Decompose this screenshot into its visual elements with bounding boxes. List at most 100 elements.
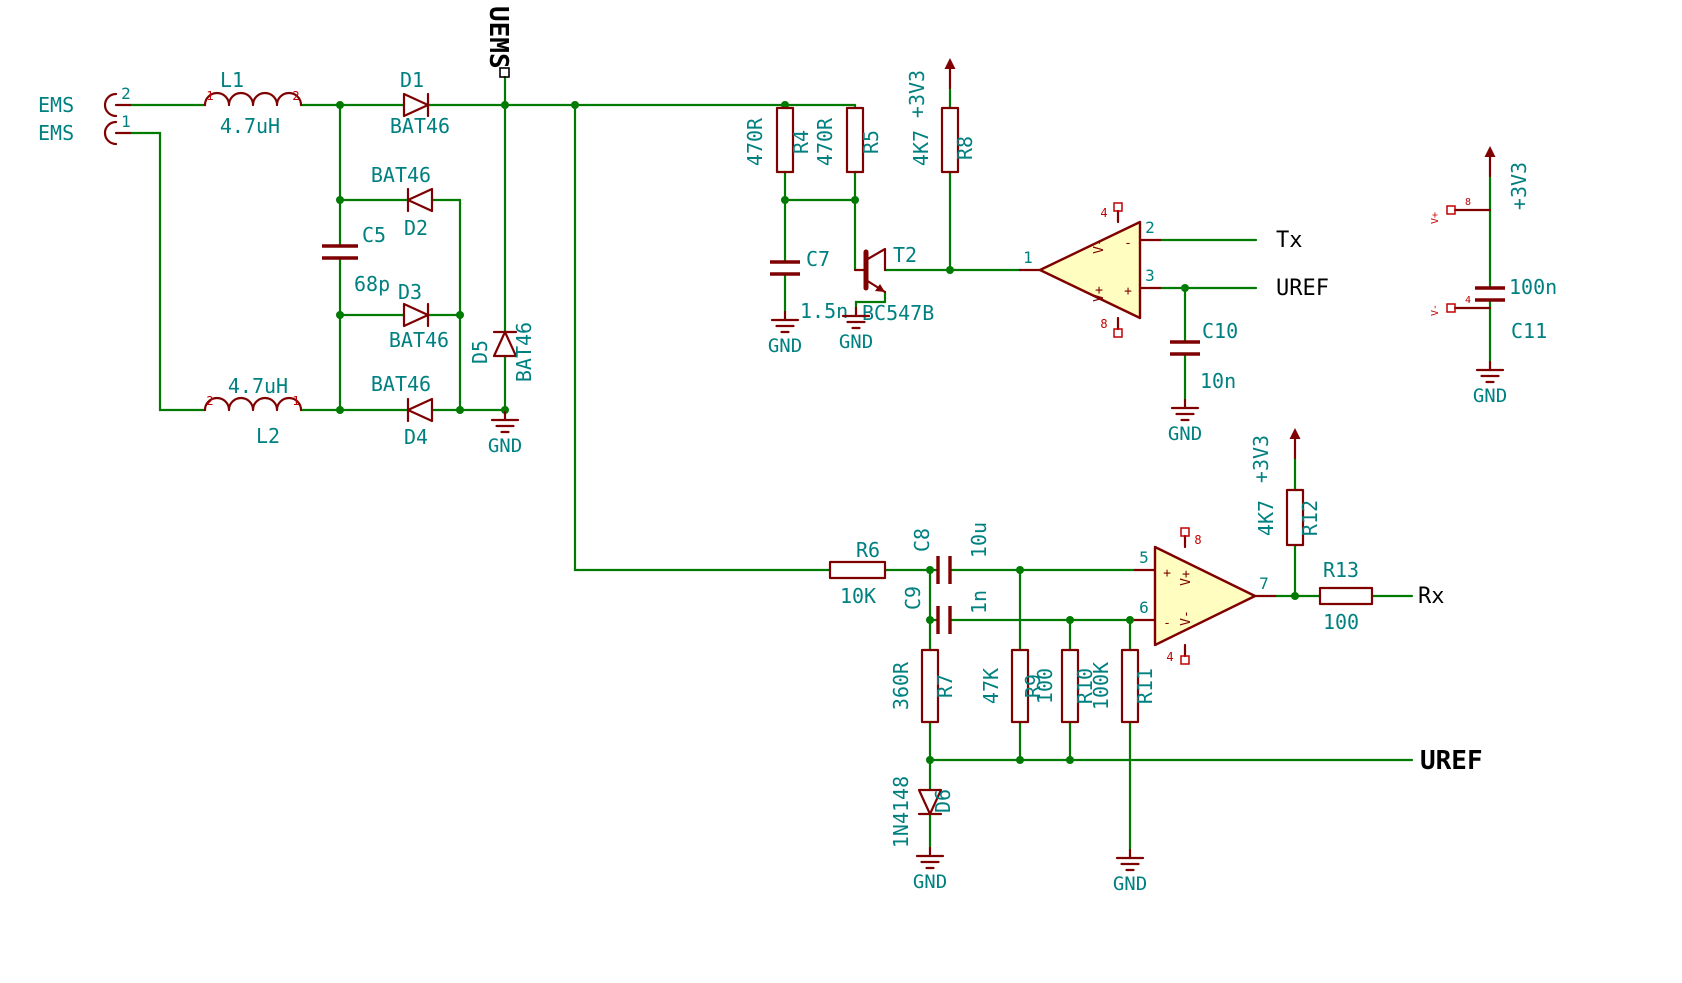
gnd-icon xyxy=(1115,848,1145,872)
capacitor-c8[interactable]: C8 10u xyxy=(910,522,991,584)
opamp1-pin-number-in-plus: 3 xyxy=(1145,266,1155,285)
capacitor-c10[interactable]: C10 10n xyxy=(1170,319,1238,393)
net-label-uref-top[interactable]: UREF xyxy=(1276,276,1329,301)
net-label-tx[interactable]: Tx xyxy=(1276,228,1303,253)
gnd-icon xyxy=(770,310,800,334)
inductor-l2[interactable]: 4.7uH L2 2 1 xyxy=(203,374,303,448)
junction-dot xyxy=(336,311,344,319)
wires xyxy=(128,75,1492,852)
d4-reference: D4 xyxy=(404,425,428,449)
gnd-symbol-d6[interactable]: GND xyxy=(913,846,947,893)
net-label-rx[interactable]: Rx xyxy=(1418,584,1445,609)
junction-dot xyxy=(1016,756,1024,764)
gnd-symbol-c10[interactable]: GND xyxy=(1168,398,1202,445)
power-flag-3v3-r8[interactable]: +3V3 xyxy=(905,56,957,118)
junction-dot xyxy=(1016,566,1024,574)
resistor-r13[interactable]: R13 100 xyxy=(1318,558,1374,634)
resistor-r9[interactable]: 47K R9 xyxy=(979,648,1045,724)
power-unit-pin-number-bottom: 4 xyxy=(1465,295,1471,306)
c5-reference: C5 xyxy=(362,223,386,247)
junction-dot xyxy=(501,101,509,109)
unconnected-pin-icon xyxy=(1113,202,1123,212)
gnd-label: GND xyxy=(913,871,947,893)
transistor-collector-lead xyxy=(864,247,887,272)
opamp-1[interactable]: 1 2 3 4 8 - + V- V+ xyxy=(1018,202,1162,338)
gnd-symbol-c7[interactable]: GND xyxy=(768,310,802,357)
power-unit-vplus-label: V+ xyxy=(1430,212,1441,224)
junction-dot xyxy=(1066,756,1074,764)
resistor-icon xyxy=(940,106,960,174)
gnd-symbol-t2[interactable]: GND xyxy=(839,306,873,353)
gnd-symbol-r11[interactable]: GND xyxy=(1113,848,1147,895)
connector-pin-number-top: 2 xyxy=(121,84,131,103)
gnd-icon xyxy=(1170,398,1200,422)
resistor-r4[interactable]: 470R R4 xyxy=(743,106,813,174)
diode-d5[interactable]: D5 BAT46 xyxy=(468,322,536,382)
resistor-icon xyxy=(775,106,795,174)
opamp-triangle-icon xyxy=(1038,220,1142,320)
junction-dot xyxy=(1291,592,1299,600)
capacitor-c5[interactable]: C5 68p xyxy=(322,223,390,296)
diode-d3[interactable]: D3 BAT46 xyxy=(389,280,449,352)
resistor-icon xyxy=(1285,488,1305,547)
unconnected-pin-icon xyxy=(1180,655,1190,665)
p3v3-label: +3V3 xyxy=(1507,162,1531,210)
connector-ems[interactable]: EMS EMS 2 1 xyxy=(38,84,132,146)
r5-value: 470R xyxy=(813,117,837,166)
gnd-label: GND xyxy=(1113,873,1147,895)
d2-reference: D2 xyxy=(404,216,428,240)
resistor-icon xyxy=(1318,586,1374,606)
resistor-r5[interactable]: 470R R5 xyxy=(813,106,883,174)
opamp1-plus-sign: + xyxy=(1124,284,1132,299)
opamp-2[interactable]: 5 6 7 8 4 + - V+ V- xyxy=(1133,527,1277,665)
capacitor-c11[interactable]: 100n C11 xyxy=(1475,275,1557,343)
c10-reference: C10 xyxy=(1202,319,1238,343)
diode-d1[interactable]: D1 BAT46 xyxy=(390,68,450,138)
net-label-uems[interactable]: UEMS xyxy=(483,6,513,78)
resistor-icon xyxy=(1060,648,1080,724)
capacitor-icon xyxy=(936,606,952,634)
capacitor-icon xyxy=(1475,286,1505,302)
resistor-r11[interactable]: 100K R11 xyxy=(1089,648,1157,724)
l2-value: 4.7uH xyxy=(228,374,288,398)
opamp1-vminus-label: V- xyxy=(1092,238,1107,254)
diode-d6[interactable]: 1N4148 D6 xyxy=(889,776,955,848)
gnd-label: GND xyxy=(1473,385,1507,407)
c11-value: 100n xyxy=(1509,275,1557,299)
power-flag-3v3-c11[interactable]: +3V3 xyxy=(1483,144,1532,210)
transistor-t2[interactable]: T2 BC547B xyxy=(853,243,934,325)
gnd-symbol-c11[interactable]: GND xyxy=(1473,360,1507,407)
d1-value: BAT46 xyxy=(390,114,450,138)
l2-pin-left: 2 xyxy=(206,394,213,408)
diode-d4[interactable]: BAT46 D4 xyxy=(371,372,434,449)
r13-value: 100 xyxy=(1323,610,1359,634)
inductor-l1[interactable]: L1 4.7uH 1 2 xyxy=(203,68,303,138)
power-unit-vminus-label: V- xyxy=(1430,304,1441,316)
diode-d2[interactable]: BAT46 D2 xyxy=(371,163,434,240)
resistor-r8[interactable]: 4K7 R8 xyxy=(909,106,977,174)
net-label-uref-bottom[interactable]: UREF xyxy=(1420,746,1483,776)
r4-value: 470R xyxy=(743,117,767,166)
c7-reference: C7 xyxy=(806,247,830,271)
gnd-symbol-d5[interactable]: GND xyxy=(488,410,522,457)
resistor-r10[interactable]: 100 R10 xyxy=(1033,648,1097,724)
resistor-r7[interactable]: 360R R7 xyxy=(889,648,957,724)
gnd-icon xyxy=(1475,360,1505,384)
junction-dot xyxy=(1066,616,1074,624)
power-flag-3v3-r12[interactable]: +3V3 xyxy=(1249,426,1302,483)
resistor-r6[interactable]: R6 10K xyxy=(828,538,887,608)
l1-pin-left: 1 xyxy=(206,89,213,103)
c9-value: 1n xyxy=(967,590,991,614)
capacitor-c7[interactable]: C7 1.5n xyxy=(770,247,848,323)
d2-value: BAT46 xyxy=(371,163,431,187)
opamp2-vminus-label: V- xyxy=(1179,610,1194,626)
opamp-power-unit[interactable]: 8 4 V+ V- xyxy=(1430,197,1492,316)
opamp2-vplus-label: V+ xyxy=(1179,570,1194,586)
resistor-r12[interactable]: 4K7 R12 xyxy=(1254,488,1322,547)
r12-reference: R12 xyxy=(1298,500,1322,536)
power-unit-pin-number-top: 8 xyxy=(1465,197,1471,208)
unconnected-pin-icon xyxy=(1113,328,1123,338)
c8-value: 10u xyxy=(967,522,991,558)
capacitor-c9[interactable]: C9 1n xyxy=(901,586,991,634)
